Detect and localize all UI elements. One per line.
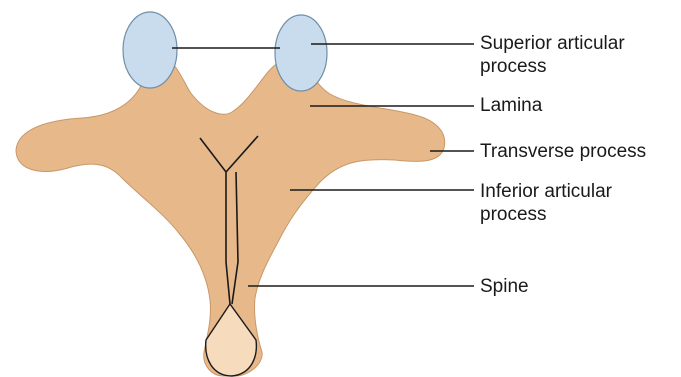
superior-articular-facet-left [123, 12, 177, 88]
label-superior-articular-process: Superior articular process [480, 32, 625, 78]
label-spine: Spine [480, 275, 529, 298]
label-superior-articular-line2: process [480, 55, 625, 78]
label-inferior-articular-line2: process [480, 203, 612, 226]
label-lamina: Lamina [480, 94, 542, 117]
label-lamina-text: Lamina [480, 94, 542, 117]
superior-articular-facet-right [275, 15, 327, 91]
label-inferior-articular-line1: Inferior articular [480, 180, 612, 203]
label-transverse-text: Transverse process [480, 140, 646, 163]
label-superior-articular-line1: Superior articular [480, 32, 625, 55]
label-inferior-articular-process: Inferior articular process [480, 180, 612, 226]
label-transverse-process: Transverse process [480, 140, 646, 163]
label-spine-text: Spine [480, 275, 529, 298]
